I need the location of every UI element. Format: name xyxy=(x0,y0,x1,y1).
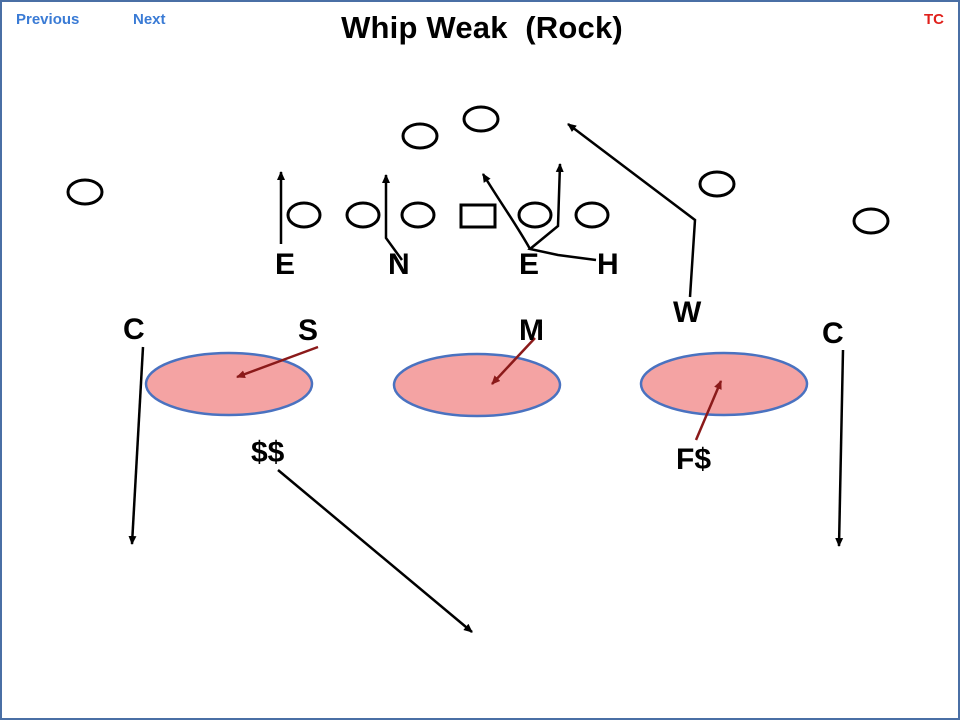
zone-drop-paths xyxy=(236,337,723,441)
page-title: Whip Weak (Rock) xyxy=(341,10,623,45)
free-safety-drop-arrow xyxy=(694,380,723,441)
zone-middle xyxy=(392,352,562,418)
offensive-player xyxy=(574,201,610,229)
offensive-player xyxy=(517,201,553,229)
will-label: W xyxy=(673,296,702,329)
back xyxy=(462,105,500,133)
offensive-player xyxy=(345,201,381,229)
back xyxy=(401,122,439,150)
end-right-label: E xyxy=(519,248,539,281)
wide-receiver-left xyxy=(66,178,104,206)
free-safety-label: F$ xyxy=(676,443,711,476)
strong-safety-deep-arrow xyxy=(277,469,473,633)
wide-receiver-right xyxy=(852,207,890,235)
nose-rush-arrow xyxy=(382,174,404,261)
strong-safety-label: $$ xyxy=(251,436,285,469)
hawk-label: H xyxy=(597,248,619,281)
corner-left-label: C xyxy=(123,313,145,346)
zone-right xyxy=(639,351,809,417)
nose-label: N xyxy=(388,248,410,281)
mike-label: M xyxy=(519,314,544,347)
zone-left xyxy=(144,351,314,417)
offensive-skill-players xyxy=(66,105,890,235)
end-left-label: E xyxy=(275,248,295,281)
mike-drop-arrow xyxy=(491,337,536,385)
assignment-paths xyxy=(128,123,845,633)
sam-drop-arrow xyxy=(236,345,319,379)
tc-link[interactable]: TC xyxy=(924,11,944,28)
offensive-player xyxy=(400,201,436,229)
offensive-player xyxy=(286,201,322,229)
sam-label: S xyxy=(298,314,318,347)
slot-receiver xyxy=(698,170,736,198)
defender-labels: E N E H W C S M C $$ F$ xyxy=(123,248,844,476)
corner-right-label: C xyxy=(822,317,844,350)
will-blitz-arrow xyxy=(567,123,697,298)
previous-link[interactable]: Previous xyxy=(16,11,80,28)
end-right-stunt-arrow xyxy=(481,173,532,250)
hawk-rush-arrow xyxy=(527,163,597,262)
zone-ovals xyxy=(144,351,809,418)
center-square xyxy=(459,203,497,229)
corner-right-deep-arrow xyxy=(835,349,845,547)
next-link[interactable]: Next xyxy=(133,11,166,28)
corner-left-deep-arrow xyxy=(128,346,145,545)
offensive-line xyxy=(286,201,610,229)
